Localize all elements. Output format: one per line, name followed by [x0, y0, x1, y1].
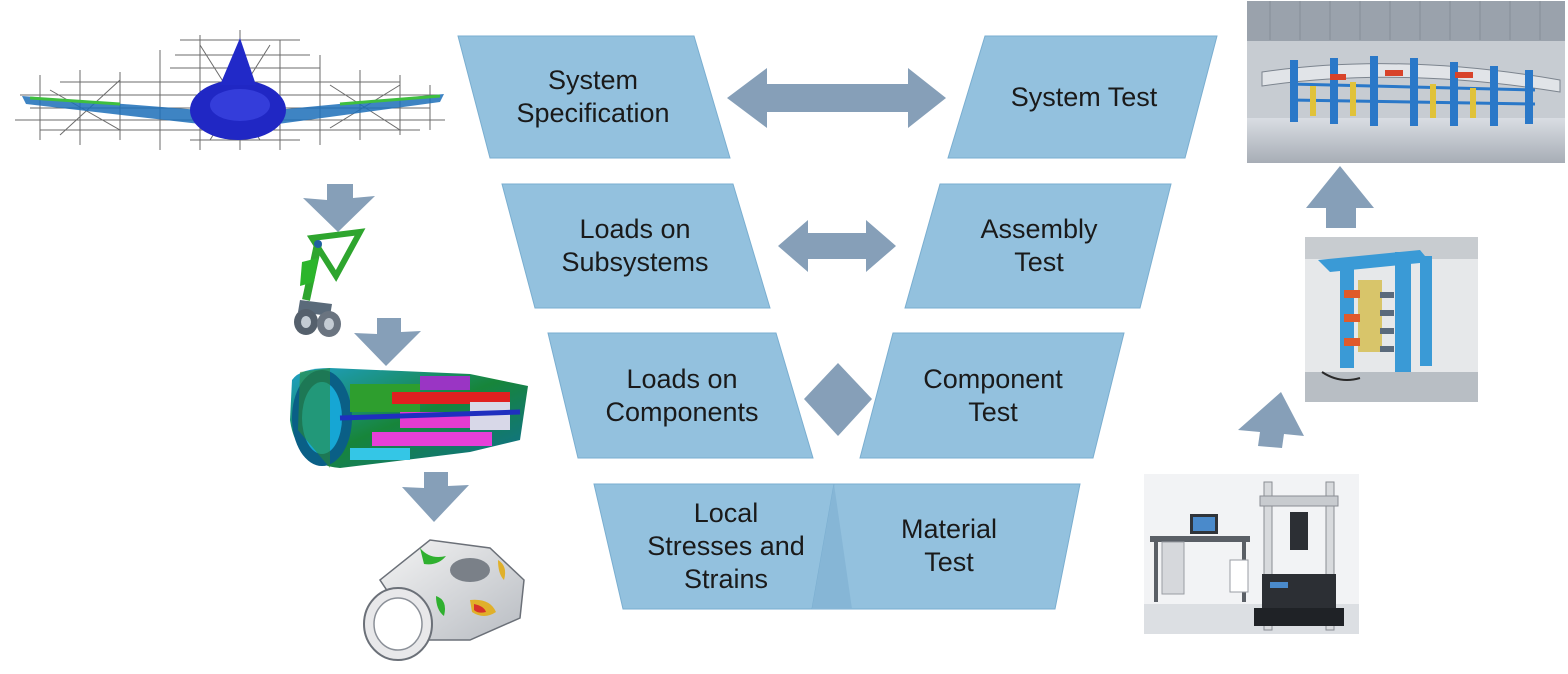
down-arrow-icon — [303, 184, 375, 232]
engine-cutaway-model — [290, 368, 528, 468]
loads-on-components-label: Loads on Components — [605, 363, 759, 427]
aircraft-wireframe-model — [15, 30, 445, 150]
landing-gear-model — [294, 228, 366, 337]
double-arrow-icon — [778, 220, 896, 272]
system-specification-box — [457, 35, 731, 159]
component-test-box — [859, 332, 1125, 459]
system-test-label: System Test — [1010, 81, 1158, 112]
double-arrow-icon — [727, 68, 946, 128]
local-stresses-label: Local Stresses and Strains — [647, 497, 805, 594]
full-scale-aircraft-test-rig — [1247, 1, 1565, 163]
v-bottom-overlap — [812, 484, 852, 609]
up-arrow-icon — [1238, 392, 1304, 448]
material-testing-machine — [1144, 474, 1359, 634]
component-stress-contour — [363, 539, 525, 661]
assembly-test-box — [904, 183, 1172, 309]
material-test-label: Material Test — [900, 514, 998, 577]
loads-on-subsystems-box — [501, 183, 771, 309]
assembly-test-rig — [1305, 237, 1478, 402]
assembly-test-label: Assembly Test — [980, 214, 1098, 277]
down-arrow-icon — [402, 472, 469, 522]
down-arrow-icon — [354, 318, 421, 366]
system-test-box — [947, 35, 1218, 159]
diamond-icon — [804, 363, 872, 436]
loads-on-components-box — [547, 332, 814, 459]
loads-on-subsystems-label: Loads on Subsystems — [561, 214, 709, 277]
component-test-label: Component Test — [923, 363, 1063, 427]
system-specification-label: System Specification — [516, 65, 670, 128]
up-arrow-icon — [1306, 166, 1374, 228]
material-test-box — [811, 483, 1081, 610]
